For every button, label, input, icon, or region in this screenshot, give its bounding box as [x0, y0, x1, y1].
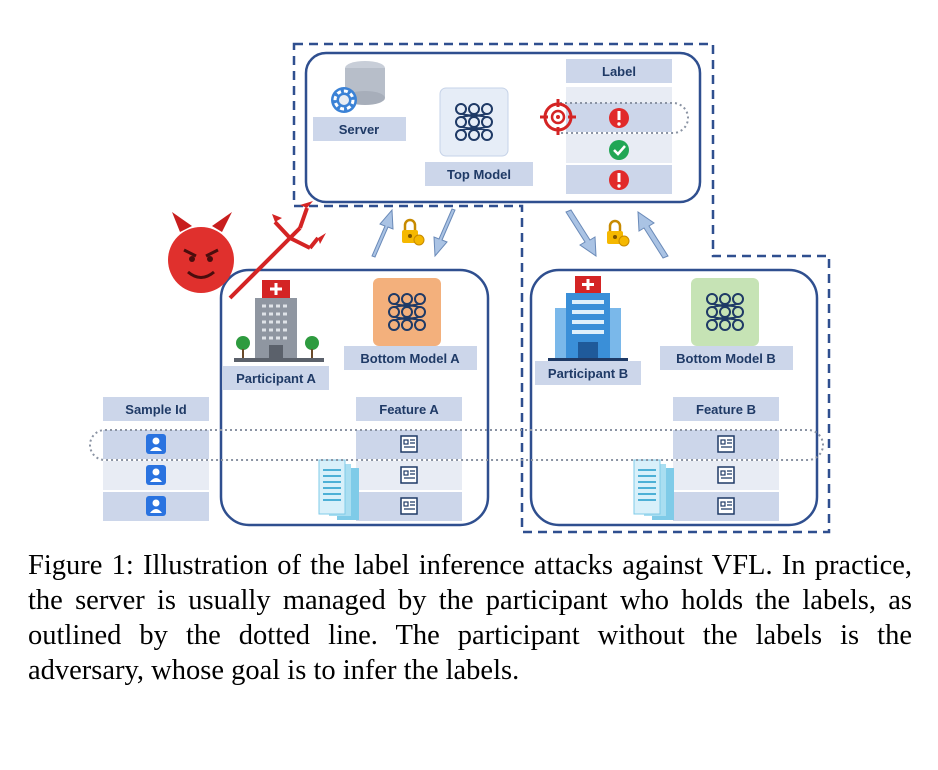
top-model-label-bg — [425, 162, 533, 186]
arrow-up-icon — [637, 211, 669, 259]
feature-doc-icon — [717, 466, 735, 484]
hospital-building-icon — [548, 276, 628, 362]
feature-doc-icon — [717, 497, 735, 515]
server-label-bg — [313, 117, 406, 141]
feature-doc-icon — [400, 497, 418, 515]
label-spacer — [566, 87, 672, 106]
top-model-nn-icon — [439, 87, 509, 157]
hospital-building-icon — [234, 280, 324, 362]
label-row-highlight — [560, 102, 689, 134]
bottom-model-a-label-bg — [344, 346, 477, 370]
bottom-model-a-label: Bottom Model A — [360, 351, 460, 366]
trident-icon — [228, 201, 326, 300]
feature-doc-icon — [400, 435, 418, 453]
label-holder-dashed-outline — [292, 42, 831, 534]
feature-a-header: Feature A — [379, 402, 439, 417]
feature-b-header: Feature B — [696, 402, 756, 417]
user-icon — [146, 465, 166, 485]
red-exclamation-icon — [609, 108, 629, 128]
participant-a-label-bg — [223, 366, 329, 390]
document-stack-icon — [318, 459, 360, 521]
document-stack-icon — [633, 459, 675, 521]
bottom-model-b-nn-icon — [691, 278, 759, 346]
participant-b-label: Participant B — [548, 366, 628, 381]
bottom-model-b-label: Bottom Model B — [676, 351, 776, 366]
red-exclamation-icon — [609, 170, 629, 190]
label-header: Label — [602, 64, 636, 79]
arrow-down-icon — [565, 209, 597, 257]
sample-id-header-bg — [103, 397, 209, 421]
arrow-down-icon — [433, 208, 456, 258]
feature-b-header-bg — [673, 397, 779, 421]
devil-face-icon — [168, 212, 234, 293]
gear-icon — [331, 87, 357, 113]
user-icon — [146, 496, 166, 516]
lock-icon — [400, 218, 426, 247]
top-model-label: Top Model — [447, 167, 511, 182]
sample-id-header: Sample Id — [125, 402, 186, 417]
feature-doc-icon — [717, 435, 735, 453]
feature-a-header-bg — [356, 397, 462, 421]
figure-caption: Figure 1: Illustration of the label infe… — [28, 550, 912, 686]
green-check-icon — [609, 140, 629, 160]
target-crosshair-icon — [540, 99, 576, 135]
lock-icon — [605, 219, 631, 248]
feature-doc-icon — [400, 466, 418, 484]
participant-b-label-bg — [535, 361, 641, 385]
user-icon — [146, 434, 166, 454]
bottom-model-a-nn-icon — [373, 278, 441, 346]
participant-a-label: Participant A — [236, 371, 316, 386]
server-label: Server — [339, 122, 379, 137]
bottom-model-b-label-bg — [660, 346, 793, 370]
sample-alignment-highlight — [89, 429, 824, 461]
arrow-up-icon — [371, 208, 394, 258]
label-header-bg — [566, 59, 672, 83]
vfl-diagram: Server Top Model Label — [89, 42, 831, 534]
